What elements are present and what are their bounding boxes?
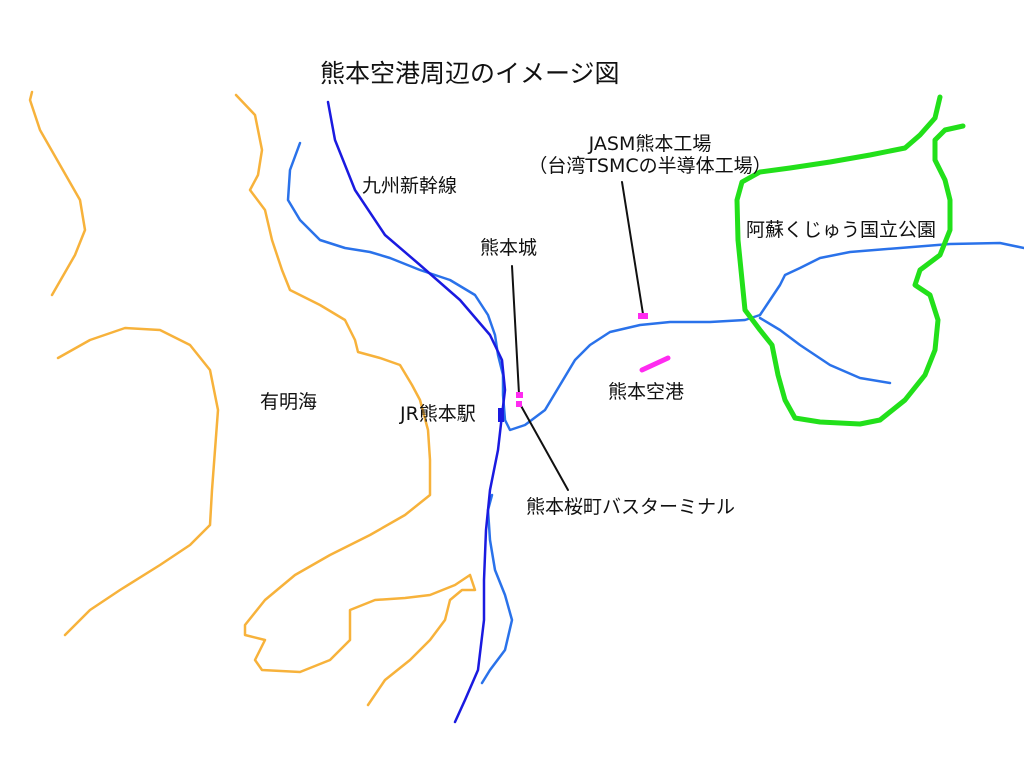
label-kumamoto-castle: 熊本城 bbox=[480, 237, 538, 259]
jasm-leader-line bbox=[621, 181, 644, 315]
map-title: 熊本空港周辺のイメージ図 bbox=[320, 59, 620, 88]
coastline-main bbox=[234, 93, 477, 707]
label-aso-park: 阿蘇くじゅう国立公園 bbox=[746, 219, 937, 241]
coastline-north bbox=[28, 90, 87, 297]
label-ariake-sea: 有明海 bbox=[260, 391, 318, 413]
jasm-marker bbox=[638, 313, 648, 319]
label-jasm-line1: JASM熊本工場 bbox=[588, 133, 712, 155]
river-lower bbox=[480, 493, 514, 685]
castle-marker bbox=[516, 392, 523, 398]
label-bus-terminal: 熊本桜町バスターミナル bbox=[526, 496, 736, 518]
national-park-boundary bbox=[734, 94, 966, 427]
label-jasm: JASM熊本工場 （台湾TSMCの半導体工場） bbox=[515, 133, 785, 178]
label-jasm-line2: （台湾TSMCの半導体工場） bbox=[528, 154, 772, 177]
jr-station-marker bbox=[498, 408, 504, 422]
river-upper bbox=[286, 141, 1024, 432]
castle-leader-line bbox=[511, 265, 520, 395]
label-shinkansen: 九州新幹線 bbox=[362, 175, 458, 197]
shinkansen-line bbox=[326, 100, 507, 724]
coastline-west bbox=[56, 326, 220, 637]
label-kumamoto-airport: 熊本空港 bbox=[608, 381, 685, 403]
bus-terminal-leader-line bbox=[519, 403, 569, 491]
airport-marker bbox=[639, 355, 671, 373]
label-jr-kumamoto-station: JR熊本駅 bbox=[400, 403, 476, 425]
river-branch bbox=[758, 316, 892, 385]
bus-terminal-marker bbox=[516, 401, 522, 407]
